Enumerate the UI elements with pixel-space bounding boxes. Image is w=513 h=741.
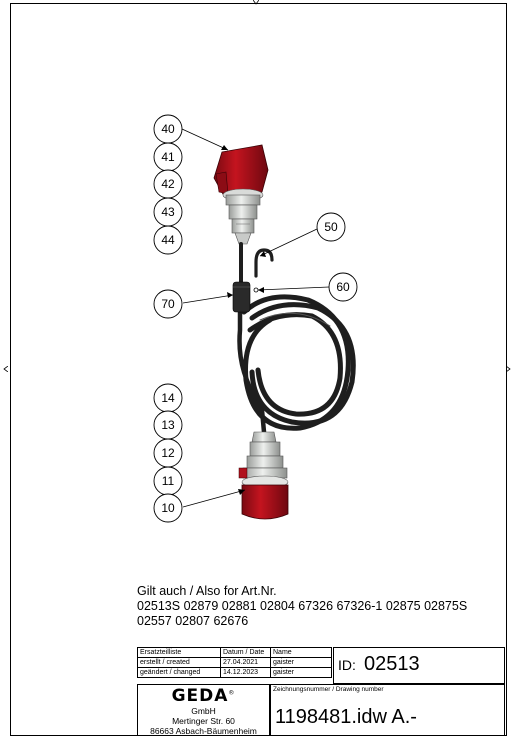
cell-doc-type: Ersatzteilliste [137, 647, 221, 658]
top-center-mark [253, 0, 259, 5]
cell-created-name: gaister [270, 657, 332, 668]
revision-table: Ersatzteilliste Datum / Date Name erstel… [137, 647, 332, 678]
cable-assembly [237, 242, 356, 435]
top-cee-plug [213, 144, 269, 245]
cell-created-date: 27.04.2021 [220, 657, 271, 668]
company-form: GmbH [191, 706, 216, 716]
callout-40: 40 [161, 122, 175, 136]
registered-mark: ® [228, 689, 236, 697]
callout-44: 44 [161, 233, 175, 247]
geda-logo: GEDA® [138, 686, 269, 706]
cell-changed-date: 14.12.2023 [220, 667, 271, 678]
callout-10: 10 [161, 501, 175, 515]
company-city: 86663 Asbach-Bäumenheim [150, 726, 257, 736]
company-block: GEDA® GmbH Mertinger Str. 60 86663 Asbac… [137, 684, 270, 736]
drawing-number: 1198481.idw A.- [275, 706, 417, 728]
right-center-mark [506, 366, 511, 372]
callout-42: 42 [161, 177, 175, 191]
also-valid-heading: Gilt auch / Also for Art.Nr. [137, 584, 277, 598]
geda-logo-text: GEDA [171, 686, 229, 706]
cell-changed-name: gaister [270, 667, 332, 678]
callout-14: 14 [161, 391, 175, 405]
callout-70: 70 [161, 297, 175, 311]
callout-60: 60 [336, 280, 350, 294]
cell-name-header: Name [270, 647, 332, 658]
left-center-mark [3, 366, 8, 372]
cable-sleeve [232, 281, 259, 313]
cell-date-header: Datum / Date [220, 647, 271, 658]
drawing-number-box: Zeichnungsnummer / Drawing number 119848… [270, 684, 505, 736]
callout-41: 41 [161, 150, 175, 164]
bottom-cee-connector [238, 431, 289, 520]
article-numbers-line-2: 02557 02807 62676 [137, 614, 249, 628]
revision-created-row: erstellt / created 27.04.2021 gaister [137, 657, 332, 668]
callout-50: 50 [324, 220, 338, 234]
id-box: ID: 02513 [333, 647, 505, 684]
article-numbers-line-1: 02513S 02879 02881 02804 67326 67326-1 0… [137, 599, 468, 613]
id-value: 02513 [364, 653, 420, 675]
callout-11: 11 [162, 474, 175, 488]
leader-lines [181, 128, 330, 508]
id-label: ID: [338, 657, 356, 673]
callout-43: 43 [161, 205, 175, 219]
revision-header-row: Ersatzteilliste Datum / Date Name [137, 647, 332, 658]
also-valid-for-note: Gilt auch / Also for Art.Nr. 02513S 0287… [137, 584, 467, 629]
callout-balloons [153, 114, 358, 523]
callout-13: 13 [161, 418, 175, 432]
cell-created-label: erstellt / created [137, 657, 221, 668]
drawing-number-label: Zeichnungsnummer / Drawing number [273, 686, 384, 693]
company-street: Mertinger Str. 60 [172, 716, 235, 726]
callout-12: 12 [161, 446, 175, 460]
leader-arrowheads [221, 145, 266, 495]
cell-changed-label: geändert / changed [137, 667, 221, 678]
revision-changed-row: geändert / changed 14.12.2023 gaister [137, 667, 332, 678]
